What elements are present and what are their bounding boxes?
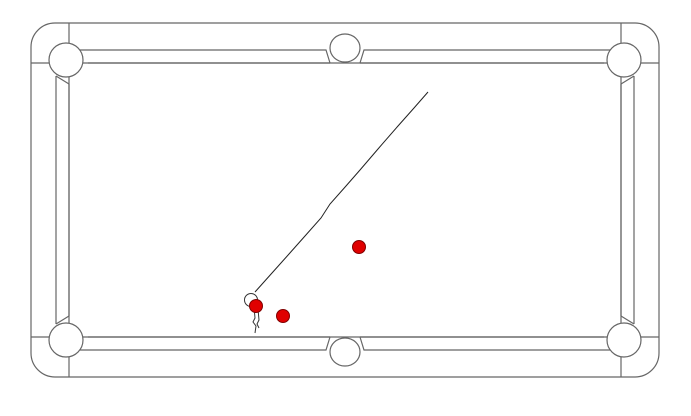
red-ball-1[interactable] bbox=[249, 299, 263, 313]
cue-stick-icon[interactable] bbox=[252, 306, 260, 334]
red-ball-2[interactable] bbox=[276, 309, 290, 323]
pocket-corner-top-right bbox=[606, 42, 642, 78]
pocket-side-top bbox=[329, 33, 361, 63]
table-inner-rail bbox=[31, 23, 659, 377]
pocket-corner-top-left bbox=[48, 42, 84, 78]
cue-trajectory-line bbox=[254, 91, 429, 293]
pocket-corner-bottom-left bbox=[48, 322, 84, 358]
table-outer-rail bbox=[30, 22, 660, 378]
pocket-corner-bottom-right bbox=[606, 322, 642, 358]
table-cushions bbox=[55, 49, 635, 351]
pockets bbox=[48, 33, 642, 367]
pocket-side-bottom bbox=[329, 337, 361, 367]
red-ball-3[interactable] bbox=[352, 240, 366, 254]
